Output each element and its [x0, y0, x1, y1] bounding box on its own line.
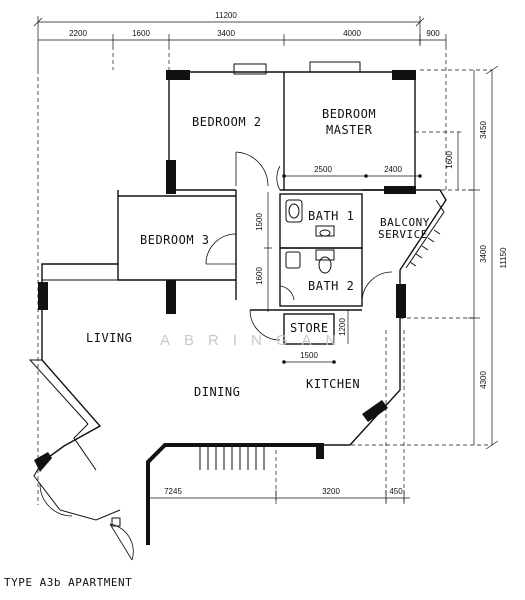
doors [39, 151, 393, 561]
right-dim-3: 4300 [479, 371, 488, 389]
right-dim-1: 3450 [479, 121, 488, 139]
label-bedroom-3: BEDROOM 3 [140, 233, 210, 247]
bath1-height-dim: 1500 [255, 213, 264, 231]
top-dim-2: 1600 [132, 29, 150, 38]
overall-width-label: 11200 [215, 11, 237, 20]
top-dim-5: 900 [426, 29, 440, 38]
right-dim-2: 3400 [479, 245, 488, 263]
label-kitchen: KITCHEN [306, 377, 360, 391]
bottom-dim-2: 3200 [322, 487, 340, 496]
store-height-dim: 1200 [338, 318, 347, 336]
top-dim-4: 4000 [343, 29, 361, 38]
bottom-dim-1: 7245 [164, 487, 182, 496]
columns [34, 70, 416, 472]
label-bath-1: BATH 1 [308, 209, 354, 223]
top-dim-1: 2200 [69, 29, 87, 38]
inner-dim-2500: 2500 [314, 165, 332, 174]
label-dining: DINING [194, 385, 240, 399]
label-balcony: BALCONY [380, 216, 430, 229]
room-labels: BEDROOM 2 BEDROOM MASTER BEDROOM 3 BATH … [86, 107, 430, 399]
plan-caption: TYPE A3b APARTMENT [4, 576, 132, 589]
label-bedroom-master-2: MASTER [326, 123, 373, 137]
inner-dimensions: 2500 2400 1500 1600 1500 1200 [255, 165, 422, 364]
label-store: STORE [290, 321, 329, 335]
inner-dim-2400: 2400 [384, 165, 402, 174]
bottom-dim-3: 450 [389, 487, 403, 496]
label-bedroom-2: BEDROOM 2 [192, 115, 262, 129]
bath2-height-dim: 1600 [255, 267, 264, 285]
top-dimensions: 11200 2200 1600 3400 4000 900 [33, 11, 447, 190]
label-living: LIVING [86, 331, 132, 345]
walls [28, 61, 447, 545]
store-width-dim: 1500 [300, 351, 318, 360]
right-dimensions: 11150 3450 3400 4300 1600 [330, 65, 508, 450]
label-bedroom-master-1: BEDROOM [322, 107, 376, 121]
label-service: SERVICE [378, 228, 428, 241]
top-dim-3: 3400 [217, 29, 235, 38]
fixtures [111, 199, 441, 527]
label-bath-2: BATH 2 [308, 279, 354, 293]
master-inner-dim: 1600 [445, 151, 454, 169]
right-total-label: 11150 [499, 247, 508, 269]
watermark: ABRINGAN [160, 332, 350, 349]
